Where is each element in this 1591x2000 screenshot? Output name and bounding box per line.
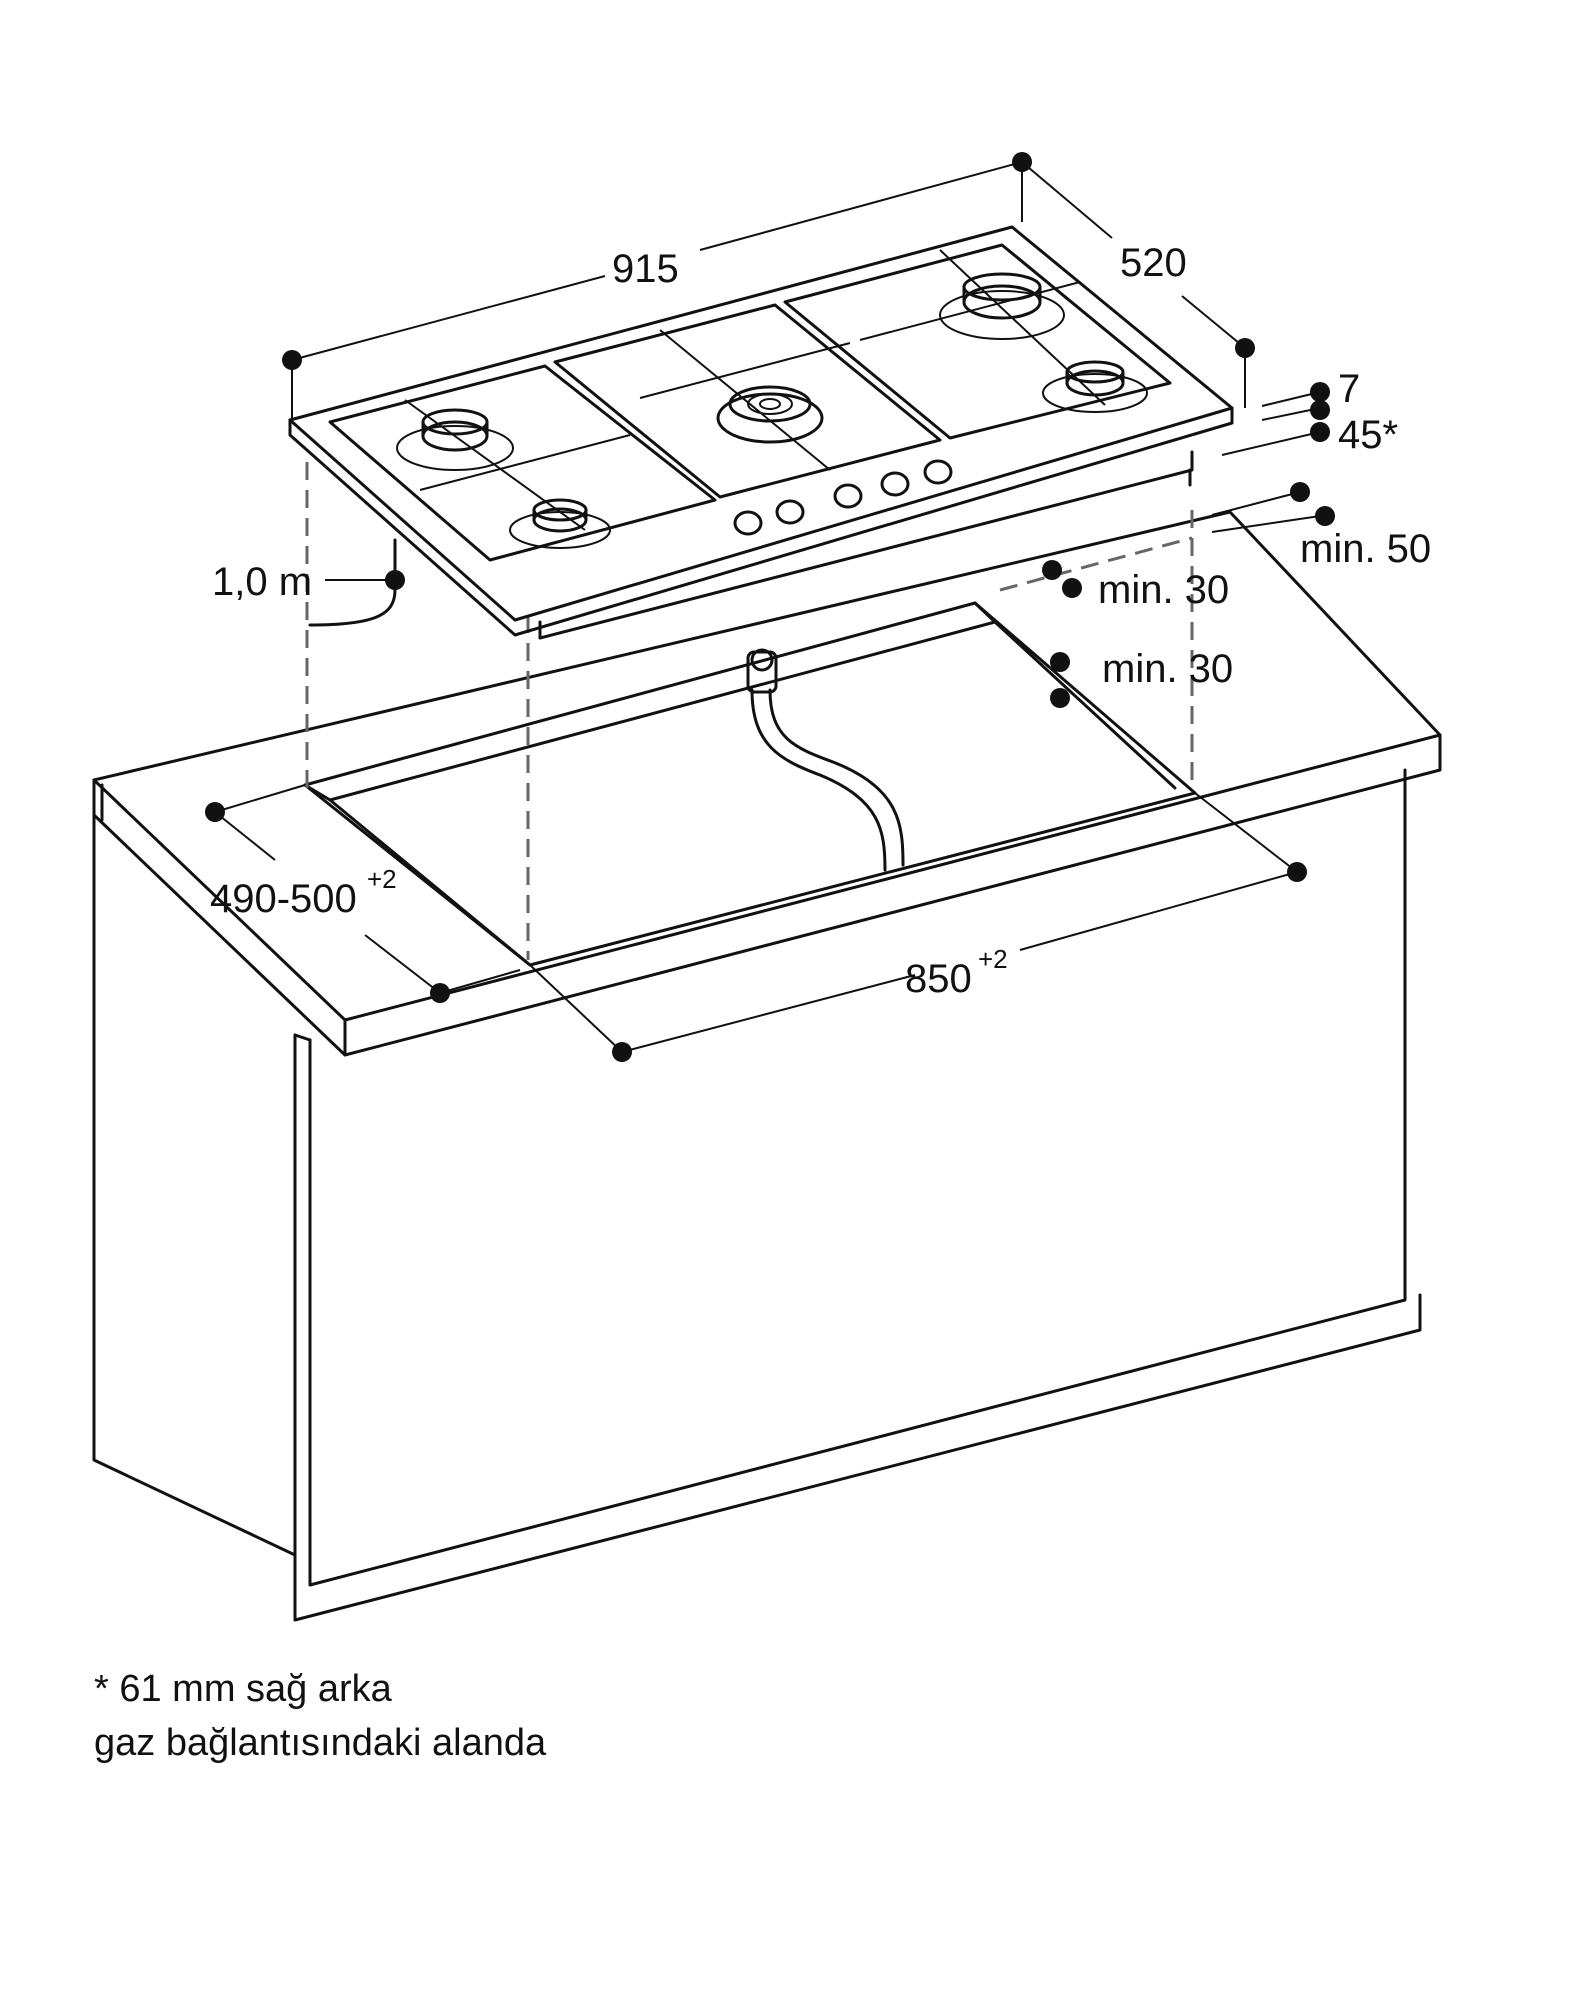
dot-490-bottom <box>430 983 450 1003</box>
dot-min50-a <box>1290 482 1310 502</box>
dim-min50-line <box>1211 491 1301 516</box>
label-7: 7 <box>1338 367 1360 411</box>
dim-490-line-b <box>364 934 441 994</box>
grate-bar-4 <box>659 329 831 471</box>
gas-connector-icon <box>746 650 778 694</box>
label-min50: min. 50 <box>1300 527 1431 571</box>
cabinet-edge <box>293 1033 312 1042</box>
dim-915-line-a <box>291 275 606 361</box>
dot-min30-side-a <box>1042 560 1062 580</box>
dot-850-left <box>612 1042 632 1062</box>
dim-850-line-b <box>1019 871 1298 951</box>
burner-front-left-icon <box>509 498 611 549</box>
cutout-inner-right <box>993 620 1177 790</box>
dim-850-ext-left <box>529 964 623 1053</box>
hob <box>288 225 1234 640</box>
burner-wok-icon <box>716 385 824 444</box>
cabinet <box>92 768 1422 1622</box>
cutout-inner-left <box>328 798 532 967</box>
dot-min30-side-b <box>1062 578 1082 598</box>
dim-490-line-a <box>214 811 276 861</box>
power-cable <box>308 538 397 627</box>
footnote-line-2: gaz bağlantısındaki alanda <box>94 1722 547 1764</box>
countertop <box>92 510 1442 1057</box>
grate-bar-3 <box>639 342 851 399</box>
control-knobs <box>733 459 953 536</box>
dot-520 <box>1235 338 1255 358</box>
dim-45-line <box>1221 431 1321 456</box>
label-min30-front: min. 30 <box>1102 647 1233 691</box>
cabinet-left-side <box>92 778 297 1557</box>
dot-7-bottom <box>1310 400 1330 420</box>
grate-middle <box>553 303 942 499</box>
label-520: 520 <box>1120 241 1187 285</box>
projection-lines <box>305 462 1194 960</box>
hob-body <box>538 450 1194 640</box>
gas-connector-nut <box>750 648 774 672</box>
dim-915-line-b <box>699 161 1023 251</box>
dot-7-top <box>1310 382 1330 402</box>
footnote-line-1: * 61 mm sağ arka <box>94 1668 392 1710</box>
cabinet-front-panel <box>308 768 1407 1587</box>
dim-850-ext-right <box>1194 792 1298 873</box>
dim-490-ext-top <box>214 784 306 813</box>
knob-5-icon <box>923 459 953 485</box>
grate-left <box>328 364 717 562</box>
dot-915-right <box>1012 152 1032 172</box>
label-cutout-width-tol: +2 <box>978 944 1008 974</box>
label-45: 45* <box>1338 413 1398 457</box>
gas-hose <box>746 648 905 872</box>
dot-45 <box>1310 422 1330 442</box>
gas-hose-line <box>750 688 887 872</box>
projection-right-top <box>999 536 1193 592</box>
dot-cable <box>385 570 405 590</box>
cutout-inner-back <box>303 601 997 802</box>
grate-bar-1 <box>419 434 631 491</box>
dot-850-right <box>1287 862 1307 882</box>
dimension-dots <box>205 152 1335 1062</box>
labels: 915 520 7 45* min. 50 min. 30 min. 30 1,… <box>210 241 1431 1001</box>
label-915: 915 <box>612 247 679 291</box>
burner-rear-left-icon <box>396 408 514 471</box>
label-cutout-width: 850 <box>905 957 972 1001</box>
burner-front-right-icon <box>1042 360 1148 413</box>
dim-520-line-a <box>1021 161 1113 239</box>
dim-490-ext-bottom <box>439 969 521 994</box>
knob-1-icon <box>733 510 763 536</box>
label-cutout-depth: 490-500 <box>210 877 357 921</box>
gas-hose-line-2 <box>768 688 905 867</box>
label-min30-side: min. 30 <box>1098 568 1229 612</box>
dim-min50-line-2 <box>1211 515 1321 533</box>
dot-490-top <box>205 802 225 822</box>
knob-3-icon <box>833 483 863 509</box>
dim-850-line-a <box>621 974 916 1053</box>
dot-915-left <box>282 350 302 370</box>
label-cutout-depth-tol: +2 <box>367 864 397 894</box>
dot-min30-front-b <box>1050 688 1070 708</box>
dot-min30-front-a <box>1050 652 1070 672</box>
dot-min50-b <box>1315 506 1335 526</box>
dim-520-line-b <box>1181 295 1246 349</box>
burner-rear-right-icon <box>939 272 1065 340</box>
label-cable-length: 1,0 m <box>212 560 312 604</box>
hob-plate-edge <box>288 406 1234 637</box>
cabinet-plinth <box>293 1293 1422 1622</box>
grate-right <box>783 243 1172 440</box>
knob-4-icon <box>880 471 910 497</box>
knob-2-icon <box>775 499 805 525</box>
